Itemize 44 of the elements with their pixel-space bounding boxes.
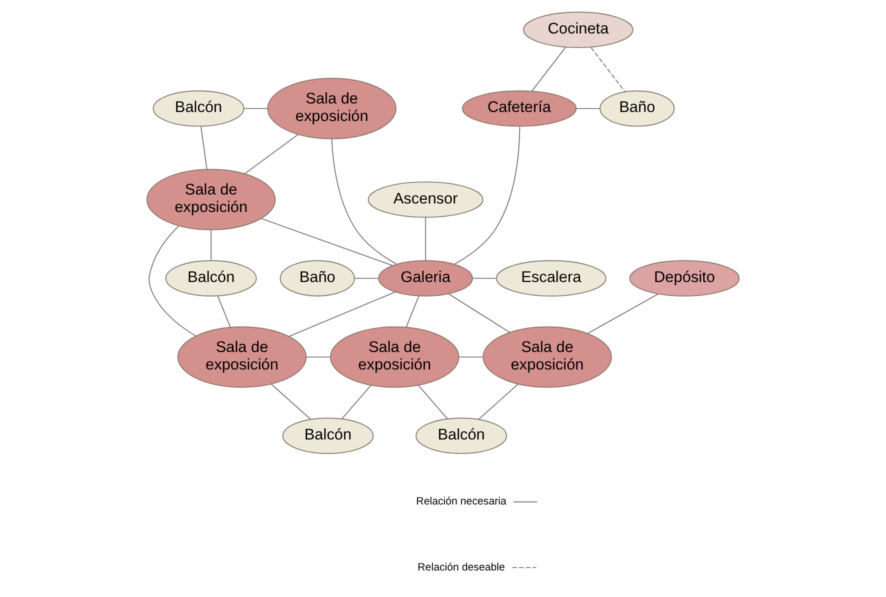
node-ellipse: Baño — [600, 90, 675, 127]
connector — [200, 126, 208, 170]
node-ellipse: Balcón — [152, 90, 244, 127]
node-ellipse: Baño — [280, 260, 355, 296]
connector — [341, 384, 372, 420]
node-ellipse: Sala de exposición — [177, 326, 307, 388]
node-ellipse: Balcón — [282, 418, 374, 454]
connector — [590, 46, 626, 92]
connector — [576, 108, 601, 110]
connector — [458, 356, 484, 358]
connector — [448, 293, 510, 333]
connector — [270, 384, 312, 420]
legend-label: Relación necesaria — [416, 496, 506, 508]
connector — [454, 126, 520, 265]
connector — [425, 217, 426, 261]
node-ellipse: Cafetería — [462, 90, 577, 127]
node-ellipse: Sala de exposición — [330, 326, 460, 388]
connector — [243, 108, 268, 110]
connector — [478, 384, 519, 420]
connector — [288, 291, 396, 337]
node-ellipse: Depósito — [629, 260, 740, 296]
connector — [354, 278, 379, 279]
node-ellipse: Galeria — [378, 260, 473, 296]
node-ellipse: Balcón — [165, 260, 257, 296]
node-ellipse: Sala de exposición — [267, 78, 397, 140]
connector — [210, 230, 212, 261]
connector — [244, 134, 299, 174]
connector — [587, 294, 659, 334]
node-ellipse: Escalera — [496, 260, 606, 296]
connector — [260, 218, 393, 266]
node-ellipse: Balcón — [416, 418, 508, 454]
connector — [531, 46, 566, 92]
connector — [406, 295, 420, 328]
connector — [331, 138, 397, 265]
connector — [306, 356, 331, 358]
legend-label: Relación deseable — [418, 561, 505, 574]
connector — [472, 278, 497, 279]
node-ellipse: Ascensor — [368, 181, 484, 218]
connector — [418, 384, 448, 420]
connector — [148, 225, 196, 336]
connector — [217, 295, 231, 328]
node-ellipse: Cocineta — [523, 12, 634, 48]
node-ellipse: Sala de exposición — [482, 326, 612, 388]
node-ellipse: Sala de exposición — [146, 168, 276, 230]
